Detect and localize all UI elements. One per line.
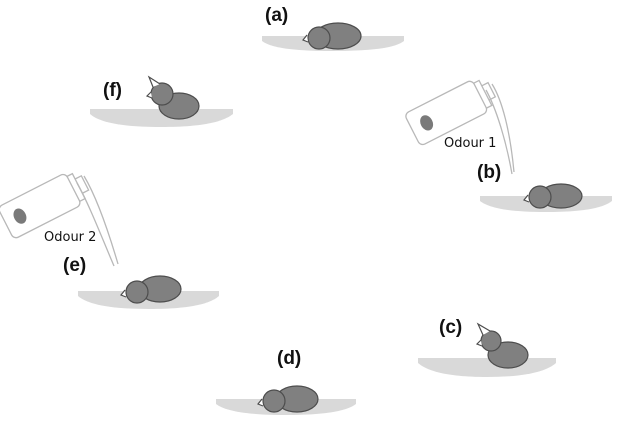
odour-label-1: Odour 1: [444, 136, 496, 151]
panel-label-e: (e): [63, 255, 86, 276]
panel-e: (e) Odour 2: [0, 172, 219, 309]
panel-label-d: (d): [277, 348, 301, 369]
odour-label-2: Odour 2: [44, 230, 96, 245]
animal-sleeping-b: [523, 183, 583, 209]
dish-f: [90, 109, 233, 127]
panel-f: (f): [90, 75, 233, 127]
animal-sleeping-e: [120, 275, 182, 304]
panel-c: (c): [418, 317, 556, 377]
odour-bottle-2: [0, 172, 119, 267]
animal-head-raised-c: [475, 322, 529, 369]
animal-sleeping-a: [302, 22, 362, 50]
panel-label-c: (c): [439, 317, 462, 338]
panel-d: (d): [216, 348, 356, 415]
odour-bottle-1: [405, 79, 515, 175]
dish-c: [418, 358, 556, 377]
panel-b: (b) Odour 1: [405, 79, 612, 212]
animal-head-raised-f: [145, 75, 200, 120]
panel-label-f: (f): [103, 80, 122, 101]
panel-a: (a): [262, 5, 404, 51]
panel-label-a: (a): [265, 5, 288, 26]
panel-label-b: (b): [477, 162, 501, 183]
animal-sleeping-d: [257, 385, 319, 413]
